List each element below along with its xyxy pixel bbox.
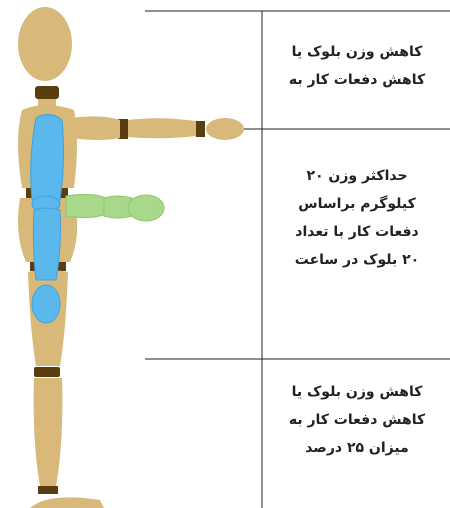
zone-label-top: کاهش وزن بلوک یا کاهش دفعات کار به xyxy=(268,38,446,94)
green-arm xyxy=(66,194,164,221)
zone-label-middle: حداکثر وزن ۲۰ کیلوگرم براساس دفعات کار ب… xyxy=(268,162,446,274)
mannequin-neck-joint xyxy=(35,86,59,99)
blue-upper-arm xyxy=(31,114,64,200)
green-upper-arm xyxy=(66,194,106,217)
mannequin-head xyxy=(18,7,72,81)
zone-label-bottom: کاهش وزن بلوک یا کاهش دفعات کار به میزان… xyxy=(268,378,446,462)
mannequin-foot xyxy=(30,497,104,508)
blue-hand xyxy=(32,285,60,323)
mannequin-knee-joint xyxy=(34,367,60,377)
mannequin-shin xyxy=(34,378,63,486)
mannequin-wrist-joint xyxy=(196,121,205,137)
mannequin-upper-arm xyxy=(72,116,120,140)
blue-forearm xyxy=(33,208,60,280)
mannequin-ankle-joint xyxy=(38,486,58,494)
green-hand xyxy=(128,195,164,221)
mannequin-hand xyxy=(206,118,244,140)
mannequin-forearm xyxy=(128,118,196,138)
